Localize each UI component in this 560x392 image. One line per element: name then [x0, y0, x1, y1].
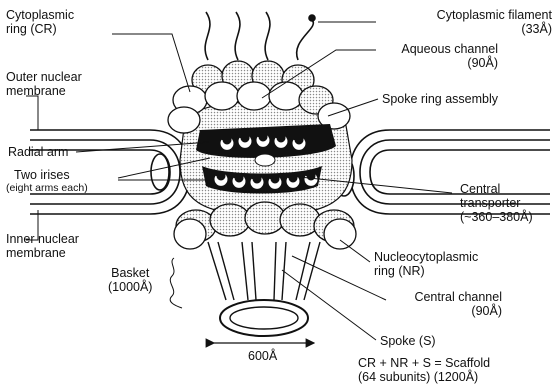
nuclear-basket	[208, 242, 320, 336]
spoke-ring-assembly-label: Spoke ring assembly	[382, 92, 498, 106]
central-channel-label: Central channel(90Å)	[414, 290, 502, 318]
spoke-label: Spoke (S)	[380, 334, 436, 348]
aqueous-channel-label: Aqueous channel(90Å)	[401, 42, 498, 70]
width-label: 600Å	[248, 349, 277, 363]
radial-arm-label: Radial arm	[8, 145, 68, 159]
cytoplasmic-filament-label: Cytoplasmic filament(33Å)	[437, 8, 552, 36]
cytoplasmic-filaments	[205, 12, 315, 60]
two-irises-label: Two irises	[14, 168, 70, 182]
two-irises-note: (eight arms each)	[6, 182, 88, 194]
basket-label: Basket(1000Å)	[108, 266, 152, 294]
nucleocytoplasmic-ring	[174, 202, 356, 249]
scaffold-formula-label: CR + NR + S = Scaffold(64 subunits) (120…	[358, 356, 490, 384]
